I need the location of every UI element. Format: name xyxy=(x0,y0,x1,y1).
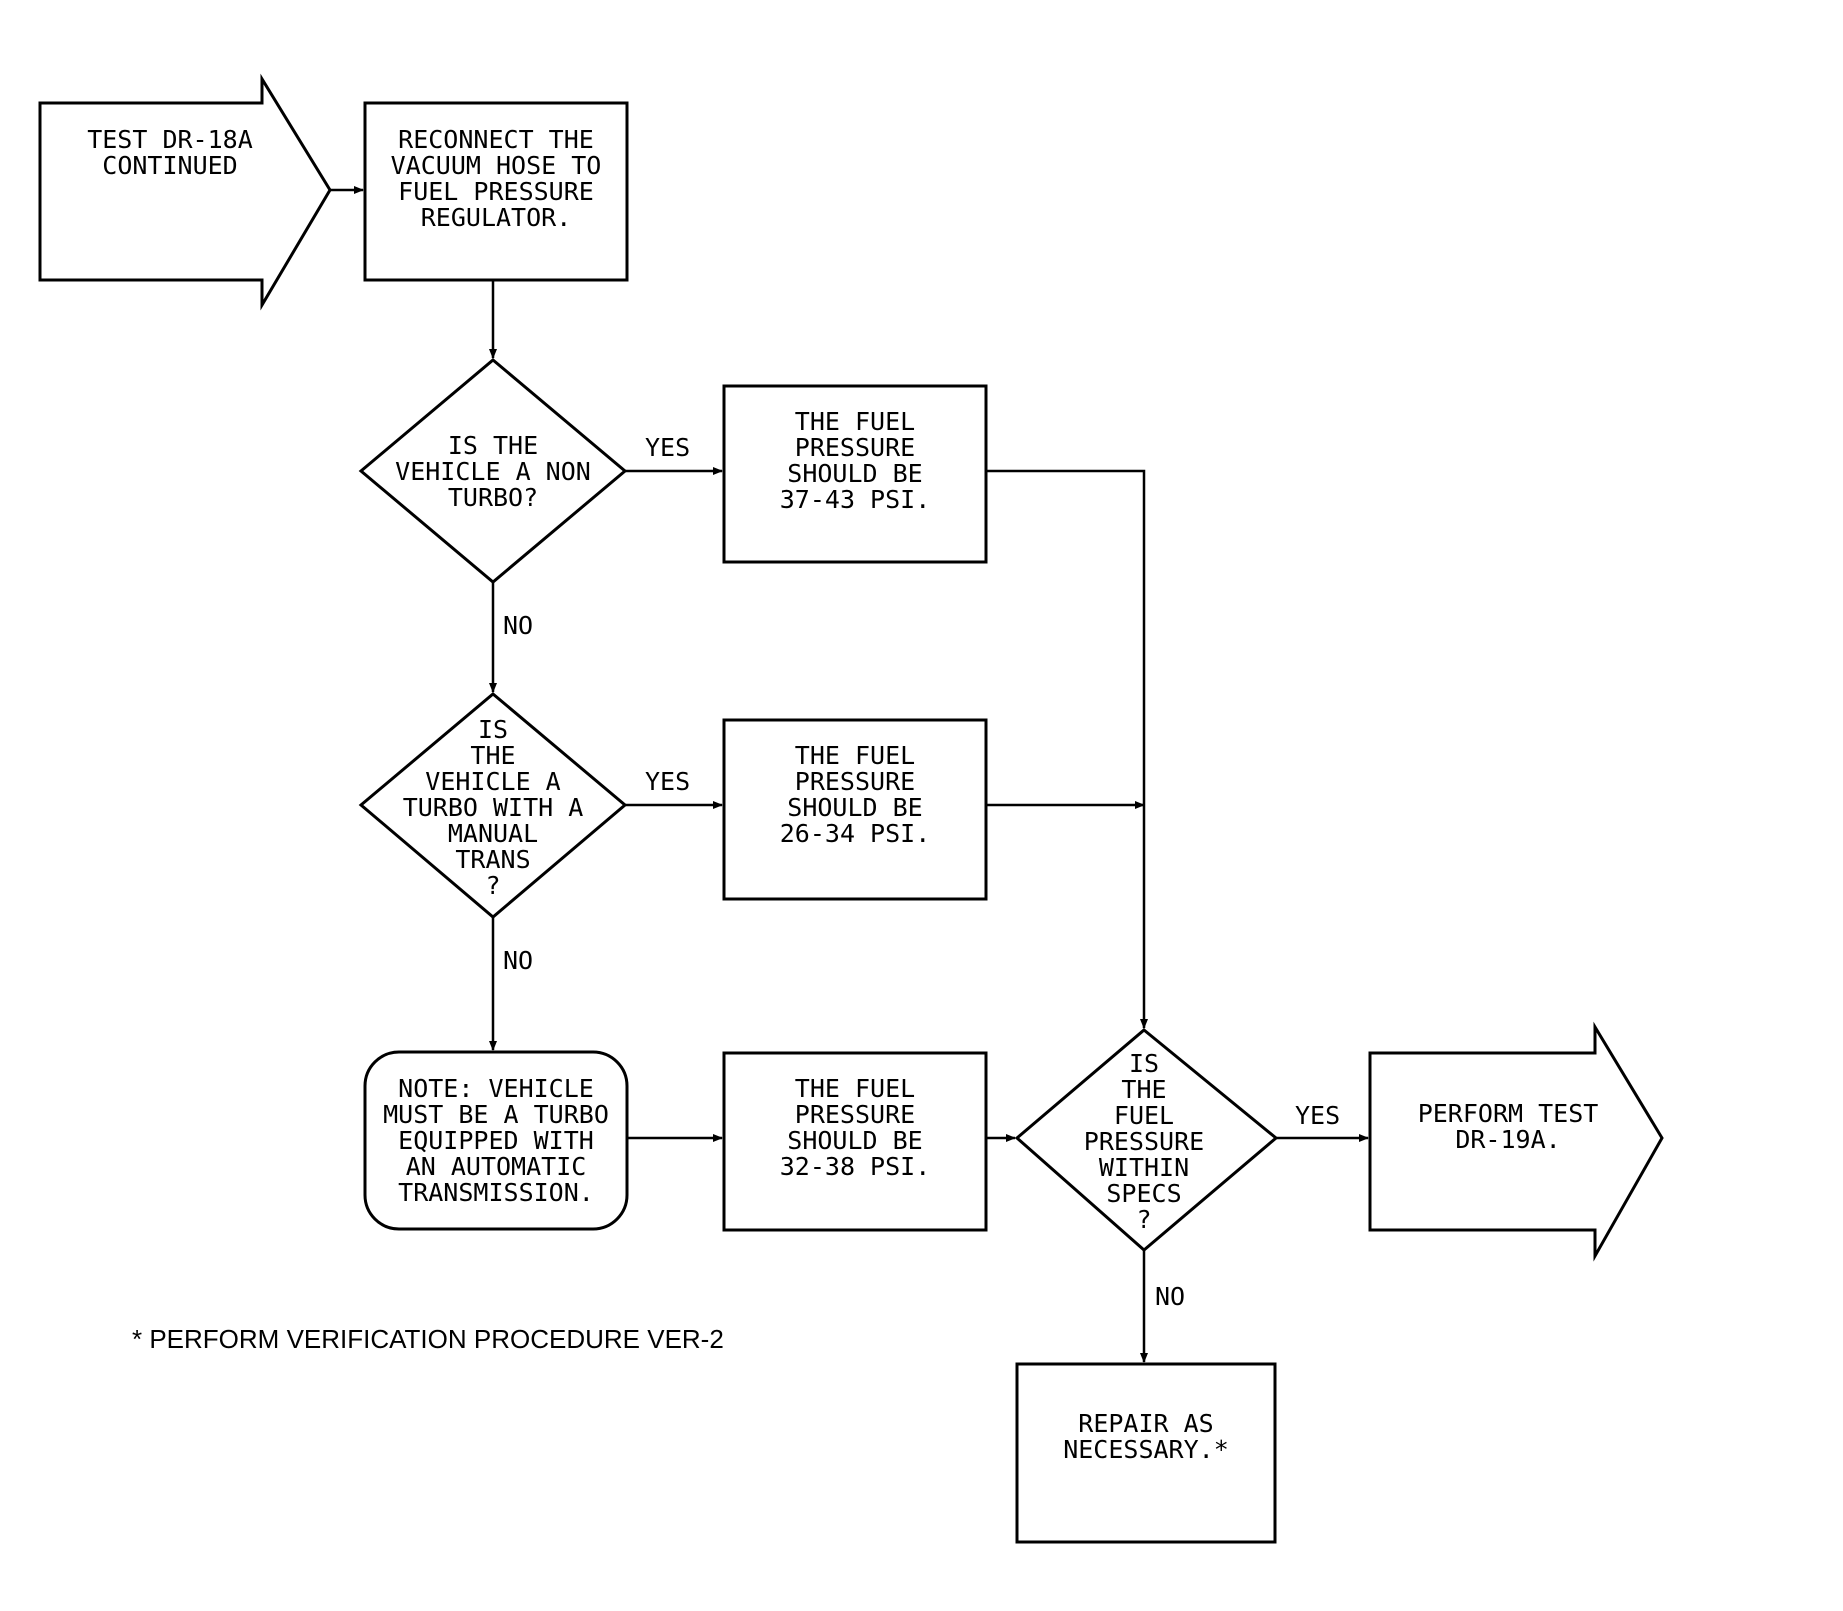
note-auto-line: NOTE: VEHICLE xyxy=(398,1074,594,1103)
footnote: * PERFORM VERIFICATION PROCEDURE VER-2 xyxy=(132,1324,724,1354)
q-turbo-manual-line: TRANS xyxy=(455,845,530,874)
perform-line: DR-19A. xyxy=(1455,1125,1560,1154)
note-auto-line: TRANSMISSION. xyxy=(398,1178,594,1207)
repair-line: NECESSARY.* xyxy=(1063,1435,1229,1464)
note-auto-line: EQUIPPED WITH xyxy=(398,1126,594,1155)
yes-label-turbo-manual: YES xyxy=(645,767,690,796)
spec-nonturbo-line: THE FUEL xyxy=(795,407,915,436)
q-nonturbo-line: IS THE xyxy=(448,431,538,460)
repair-line: REPAIR AS xyxy=(1078,1409,1213,1438)
start-line: TEST DR-18A xyxy=(87,125,253,154)
q-nonturbo-line: VEHICLE A NON xyxy=(395,457,591,486)
no-label-non-turbo: NO xyxy=(503,611,533,640)
spec-auto-line: PRESSURE xyxy=(795,1100,915,1129)
q-turbo-manual-line: THE xyxy=(470,741,515,770)
spec-nonturbo-line: SHOULD BE xyxy=(787,459,922,488)
note-auto-line: AN AUTOMATIC xyxy=(406,1152,587,1181)
no-label-turbo-manual: NO xyxy=(503,946,533,975)
q-within-line: ? xyxy=(1136,1205,1151,1234)
q-turbo-manual-line: MANUAL xyxy=(448,819,538,848)
spec-turbo-manual-line: PRESSURE xyxy=(795,767,915,796)
q-within-line: THE xyxy=(1121,1075,1166,1104)
q-turbo-manual-line: IS xyxy=(478,715,508,744)
q-within-line: SPECS xyxy=(1106,1179,1181,1208)
yes-label-non-turbo: YES xyxy=(645,433,690,462)
edge-spec-nonturbo-to-q-within xyxy=(985,469,1148,1029)
spec-auto-line: 32-38 PSI. xyxy=(780,1152,931,1181)
q-turbo-manual-line: TURBO WITH A xyxy=(403,793,584,822)
yes-label-within-specs: YES xyxy=(1295,1101,1340,1130)
q-within-line: IS xyxy=(1129,1049,1159,1078)
q-nonturbo-line: TURBO? xyxy=(448,483,538,512)
spec-nonturbo-line: PRESSURE xyxy=(795,433,915,462)
spec-auto-line: SHOULD BE xyxy=(787,1126,922,1155)
q-turbo-manual-line: ? xyxy=(485,871,500,900)
no-label-within-specs: NO xyxy=(1155,1282,1185,1311)
reconnect-line: FUEL PRESSURE xyxy=(398,177,594,206)
reconnect-line: VACUUM HOSE TO xyxy=(391,151,602,180)
q-within-line: PRESSURE xyxy=(1084,1127,1204,1156)
perform-line: PERFORM TEST xyxy=(1418,1099,1599,1128)
spec-turbo-manual-line: THE FUEL xyxy=(795,741,915,770)
spec-turbo-manual-line: SHOULD BE xyxy=(787,793,922,822)
note-auto-line: MUST BE A TURBO xyxy=(383,1100,609,1129)
q-turbo-manual-line: VEHICLE A xyxy=(425,767,560,796)
spec-nonturbo-line: 37-43 PSI. xyxy=(780,485,931,514)
q-within-line: WITHIN xyxy=(1099,1153,1189,1182)
start-line: CONTINUED xyxy=(102,151,237,180)
connectors xyxy=(330,186,1369,1363)
reconnect-line: REGULATOR. xyxy=(421,203,572,232)
q-within-line: FUEL xyxy=(1114,1101,1174,1130)
spec-auto-line: THE FUEL xyxy=(795,1074,915,1103)
reconnect-line: RECONNECT THE xyxy=(398,125,594,154)
spec-turbo-manual-line: 26-34 PSI. xyxy=(780,819,931,848)
